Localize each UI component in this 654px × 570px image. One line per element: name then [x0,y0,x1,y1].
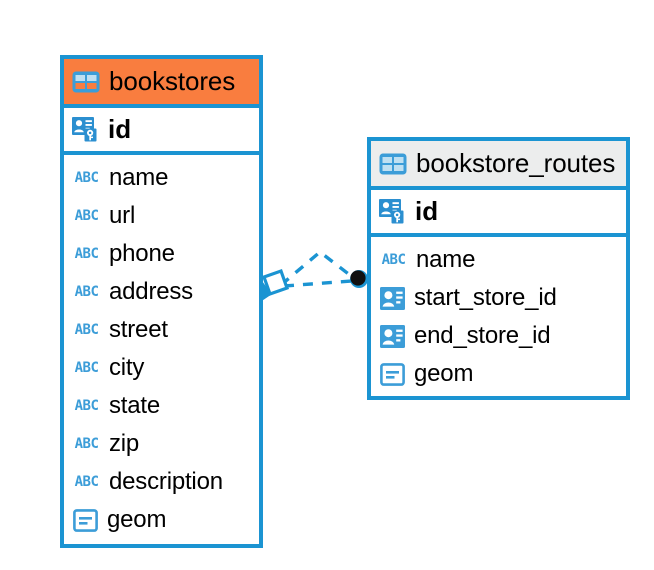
abc-icon-text: ABC [74,246,99,262]
field-row[interactable]: ABC name [64,159,259,197]
entity-table-bookstore-routes[interactable]: bookstore_routes [367,137,630,400]
field-label: end_store_id [414,322,551,349]
field-row[interactable]: ABC zip [64,425,259,463]
abc-icon: ABC [73,171,100,186]
field-label: zip [109,430,140,457]
abc-icon-text: ABC [74,170,99,186]
field-list-bookstores: ABC name ABC url ABC phone ABC [64,155,259,539]
abc-icon: ABC [73,285,100,300]
table-icon [379,153,407,175]
diamond-marker [260,268,290,301]
field-row[interactable]: ABC url [64,197,259,235]
field-row[interactable]: ABC state [64,387,259,425]
field-label: description [109,468,223,495]
field-label: state [109,392,161,419]
primary-key-label: id [415,196,439,226]
relationship-line-upper [279,249,357,287]
filled-circle-marker [350,270,368,288]
field-label: geom [107,506,167,533]
field-label: street [109,316,168,343]
field-list-bookstore-routes: ABC name start_store_id [371,237,626,393]
abc-icon: ABC [73,247,100,262]
entity-table-bookstores[interactable]: bookstores [60,55,263,548]
field-row[interactable]: ABC description [64,463,259,501]
field-row[interactable]: ABC phone [64,235,259,273]
abc-icon-text: ABC [74,360,99,376]
field-row[interactable]: ABC name [371,241,626,279]
foreign-key-icon [380,324,405,348]
entity-title: bookstores [109,66,236,96]
abc-icon: ABC [73,209,100,224]
field-label: url [109,202,136,229]
abc-icon: ABC [73,399,100,414]
abc-icon: ABC [73,437,100,452]
abc-icon-text: ABC [381,252,406,268]
abc-icon-text: ABC [74,208,99,224]
field-row[interactable]: ABC street [64,311,259,349]
field-label: address [109,278,193,305]
entity-header-bookstores[interactable]: bookstores [64,59,259,108]
abc-icon: ABC [73,361,100,376]
foreign-key-icon [380,286,405,310]
field-label: start_store_id [414,284,557,311]
field-row[interactable]: geom [64,501,259,539]
table-icon [72,71,100,93]
geometry-icon [73,508,98,532]
field-row[interactable]: geom [371,355,626,393]
field-row[interactable]: ABC address [64,273,259,311]
abc-icon: ABC [73,475,100,490]
relationship-line-lower [283,279,353,288]
entity-header-bookstore-routes[interactable]: bookstore_routes [371,141,626,190]
entity-title: bookstore_routes [416,148,616,178]
field-label: name [109,164,169,191]
field-row[interactable]: ABC city [64,349,259,387]
primary-key-icon [379,198,406,225]
abc-icon-text: ABC [74,398,99,414]
field-label: name [416,246,476,273]
geometry-icon [380,362,405,386]
field-label: phone [109,240,175,267]
abc-icon: ABC [380,253,407,268]
primary-key-icon [72,116,99,143]
primary-key-label: id [108,114,132,144]
primary-key-row[interactable]: id [371,190,626,237]
abc-icon-text: ABC [74,474,99,490]
abc-icon: ABC [73,323,100,338]
field-label: city [109,354,145,381]
field-label: geom [414,360,474,387]
abc-icon-text: ABC [74,322,99,338]
field-row[interactable]: end_store_id [371,317,626,355]
primary-key-row[interactable]: id [64,108,259,155]
abc-icon-text: ABC [74,436,99,452]
abc-icon-text: ABC [74,284,99,300]
field-row[interactable]: start_store_id [371,279,626,317]
